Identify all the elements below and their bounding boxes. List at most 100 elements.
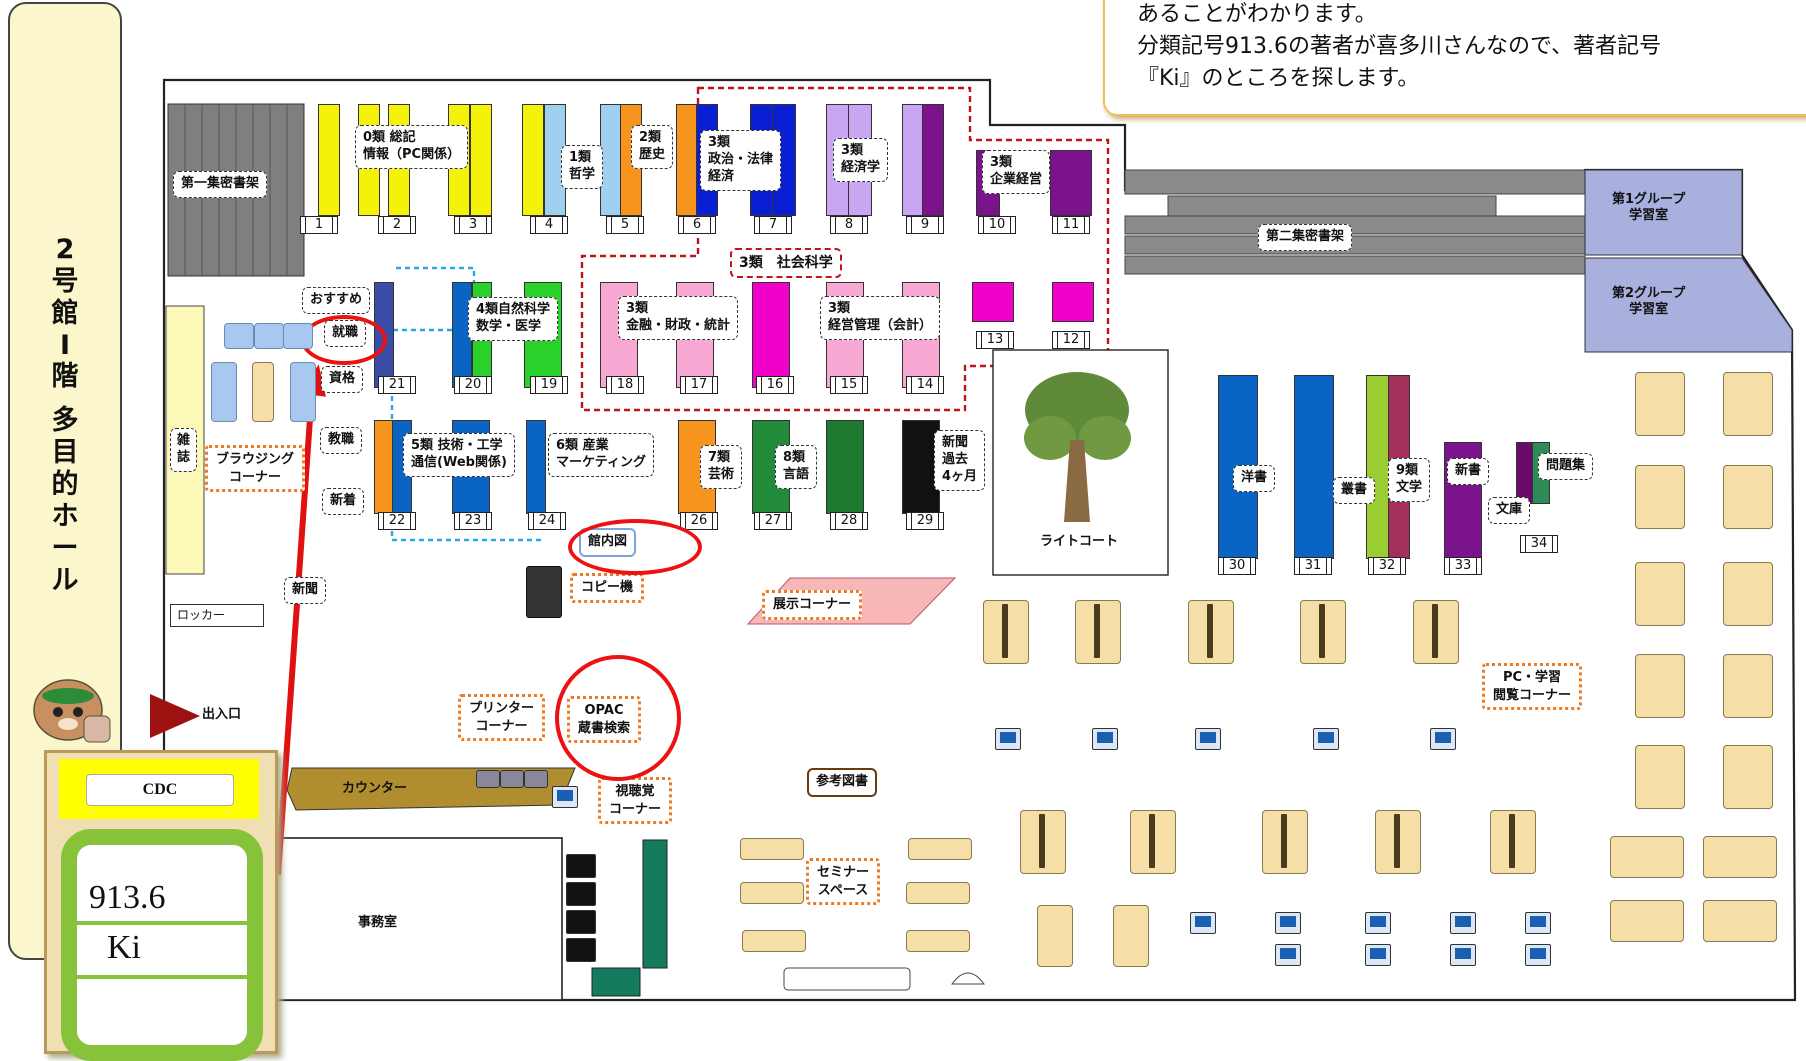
shelf-number-tag: 7 [754,216,792,234]
pc-screen [1195,916,1211,927]
reading-table [1037,905,1073,967]
pc-monitor-icon [1275,912,1301,934]
cdc-green-frame: 913.6 Ki [61,829,263,1061]
table-divider [1207,604,1213,658]
callout-line-1: あることがわかります。 [1137,2,1377,27]
pc-screen [1097,732,1113,743]
sidebar-title-char: Ⅰ [59,329,71,361]
pc-screen [1000,732,1016,743]
shelf-number-tag: 21 [378,376,416,394]
sidebar-title-char: ル [51,564,79,596]
reading-table [1723,745,1773,809]
class-3-social-science-label: 3類 社会科学 [730,248,842,279]
sidebar-title-char: 館 [51,297,79,329]
newspapers-label: 新聞 [284,577,327,604]
browsing-corner-label: ブラウジング コーナー [205,445,306,493]
locker-label: ロッカー [170,604,265,627]
shelf-number-tag: 19 [530,376,568,394]
shelf-number-tag: 4 [530,216,568,234]
shelf-number-tag: 23 [454,512,492,530]
table-divider [1149,814,1155,868]
reading-table [1723,562,1773,626]
pc-monitor-icon [995,728,1021,750]
shelf-number-tag: 8 [830,216,868,234]
class-6-label: 6類 産業 マーケティング [548,433,654,477]
browsing-table [252,362,274,422]
shelf-number-tag: 16 [756,376,794,394]
pc-screen [1280,916,1296,927]
table-divider [1319,604,1325,658]
class-3-politics-label: 3類 政治・法律 経済 [700,130,782,191]
tanuki-mascot-icon [18,662,118,752]
exhibition-corner-label: 展示コーナー [762,590,863,620]
cdc-divider-2 [73,975,251,979]
shelf-number-tag: 9 [906,216,944,234]
pc-monitor-icon [1430,728,1456,750]
sofa [211,362,237,422]
group-room-1-label: 第1グループ 学習室 [1612,192,1686,224]
shelf-number-tag: 26 [680,512,718,530]
sidebar-title-char: 目 [51,437,79,469]
cdc-author-mark: Ki [107,929,141,966]
class-3-economics-label: 3類 経済学 [833,138,889,182]
class-0-label: 0類 総記 情報（PC関係） [355,125,469,169]
class-9-label: 9類 文学 [1388,458,1431,502]
shelf-number-tag: 14 [906,376,944,394]
callout-line-3: 『Ki』のところを探します。 [1137,66,1420,91]
shelf-number-tag: 11 [1052,216,1090,234]
shelf-number-tag: 32 [1368,557,1406,575]
bookshelf [922,104,944,216]
sidebar-title-char: ー [51,532,79,564]
sidebar-title-char: 的 [51,469,79,501]
reference-books-label: 参考図書 [807,768,878,797]
printer-corner-label: プリンター コーナー [458,694,546,742]
pc-study-corner-label: PC・学習 閲覧コーナー [1482,663,1583,711]
group-table [1703,900,1777,942]
sofa [283,323,313,349]
old-newspapers-label: 新聞 過去 4ヶ月 [934,430,986,491]
shelf-number-tag: 15 [830,376,868,394]
bookshelf [600,104,622,216]
pc-screen [1530,948,1546,959]
shelf-number-tag: 31 [1294,557,1332,575]
entrance-label[interactable]: 出入口 [202,707,242,722]
printer-icon [524,770,548,788]
shelf-number-tag: 17 [680,376,718,394]
bookshelf [470,104,492,216]
av-corner-label: 視聴覚 コーナー [598,777,673,825]
group-table [1703,836,1777,878]
shelf-number-tag: 13 [976,331,1014,349]
shelf-number-tag: 1 [300,216,338,234]
group-table [1610,836,1684,878]
bookshelf [1050,150,1092,216]
sidebar-title-char: 階 [51,361,79,393]
table-divider [1394,814,1400,868]
pc-screen [1200,732,1216,743]
reading-table [1635,745,1685,809]
copier-label: コピー機 [570,573,645,603]
pc-monitor-icon [1365,912,1391,934]
seminar-space-label: セミナー スペース [806,858,881,906]
class-3-finance-label: 3類 金融・財政・統計 [618,296,739,340]
bunko-label: 文庫 [1488,497,1531,524]
pc-monitor-icon [552,786,578,808]
pc-monitor-icon [1190,912,1216,934]
recommend-label: おすすめ [302,287,371,314]
shelf-number-tag: 28 [830,512,868,530]
shelf-number-tag: 12 [1052,331,1090,349]
pc-screen [1280,948,1296,959]
cdc-call-number-card: CDC 913.6 Ki [44,750,278,1061]
pc-screen [557,790,573,801]
reading-table [1635,562,1685,626]
pc-monitor-icon [1450,912,1476,934]
seminar-table [740,838,804,860]
copier-icon [526,566,562,618]
pc-screen [1435,732,1451,743]
shelf-number-tag: 27 [754,512,792,530]
seminar-table [740,882,804,904]
reading-table [1635,372,1685,436]
class-1-label: 1類 哲学 [561,145,604,189]
shelf-number-tag: 22 [378,512,416,530]
bookshelf [676,104,698,216]
opac-highlight-ring [555,655,681,781]
